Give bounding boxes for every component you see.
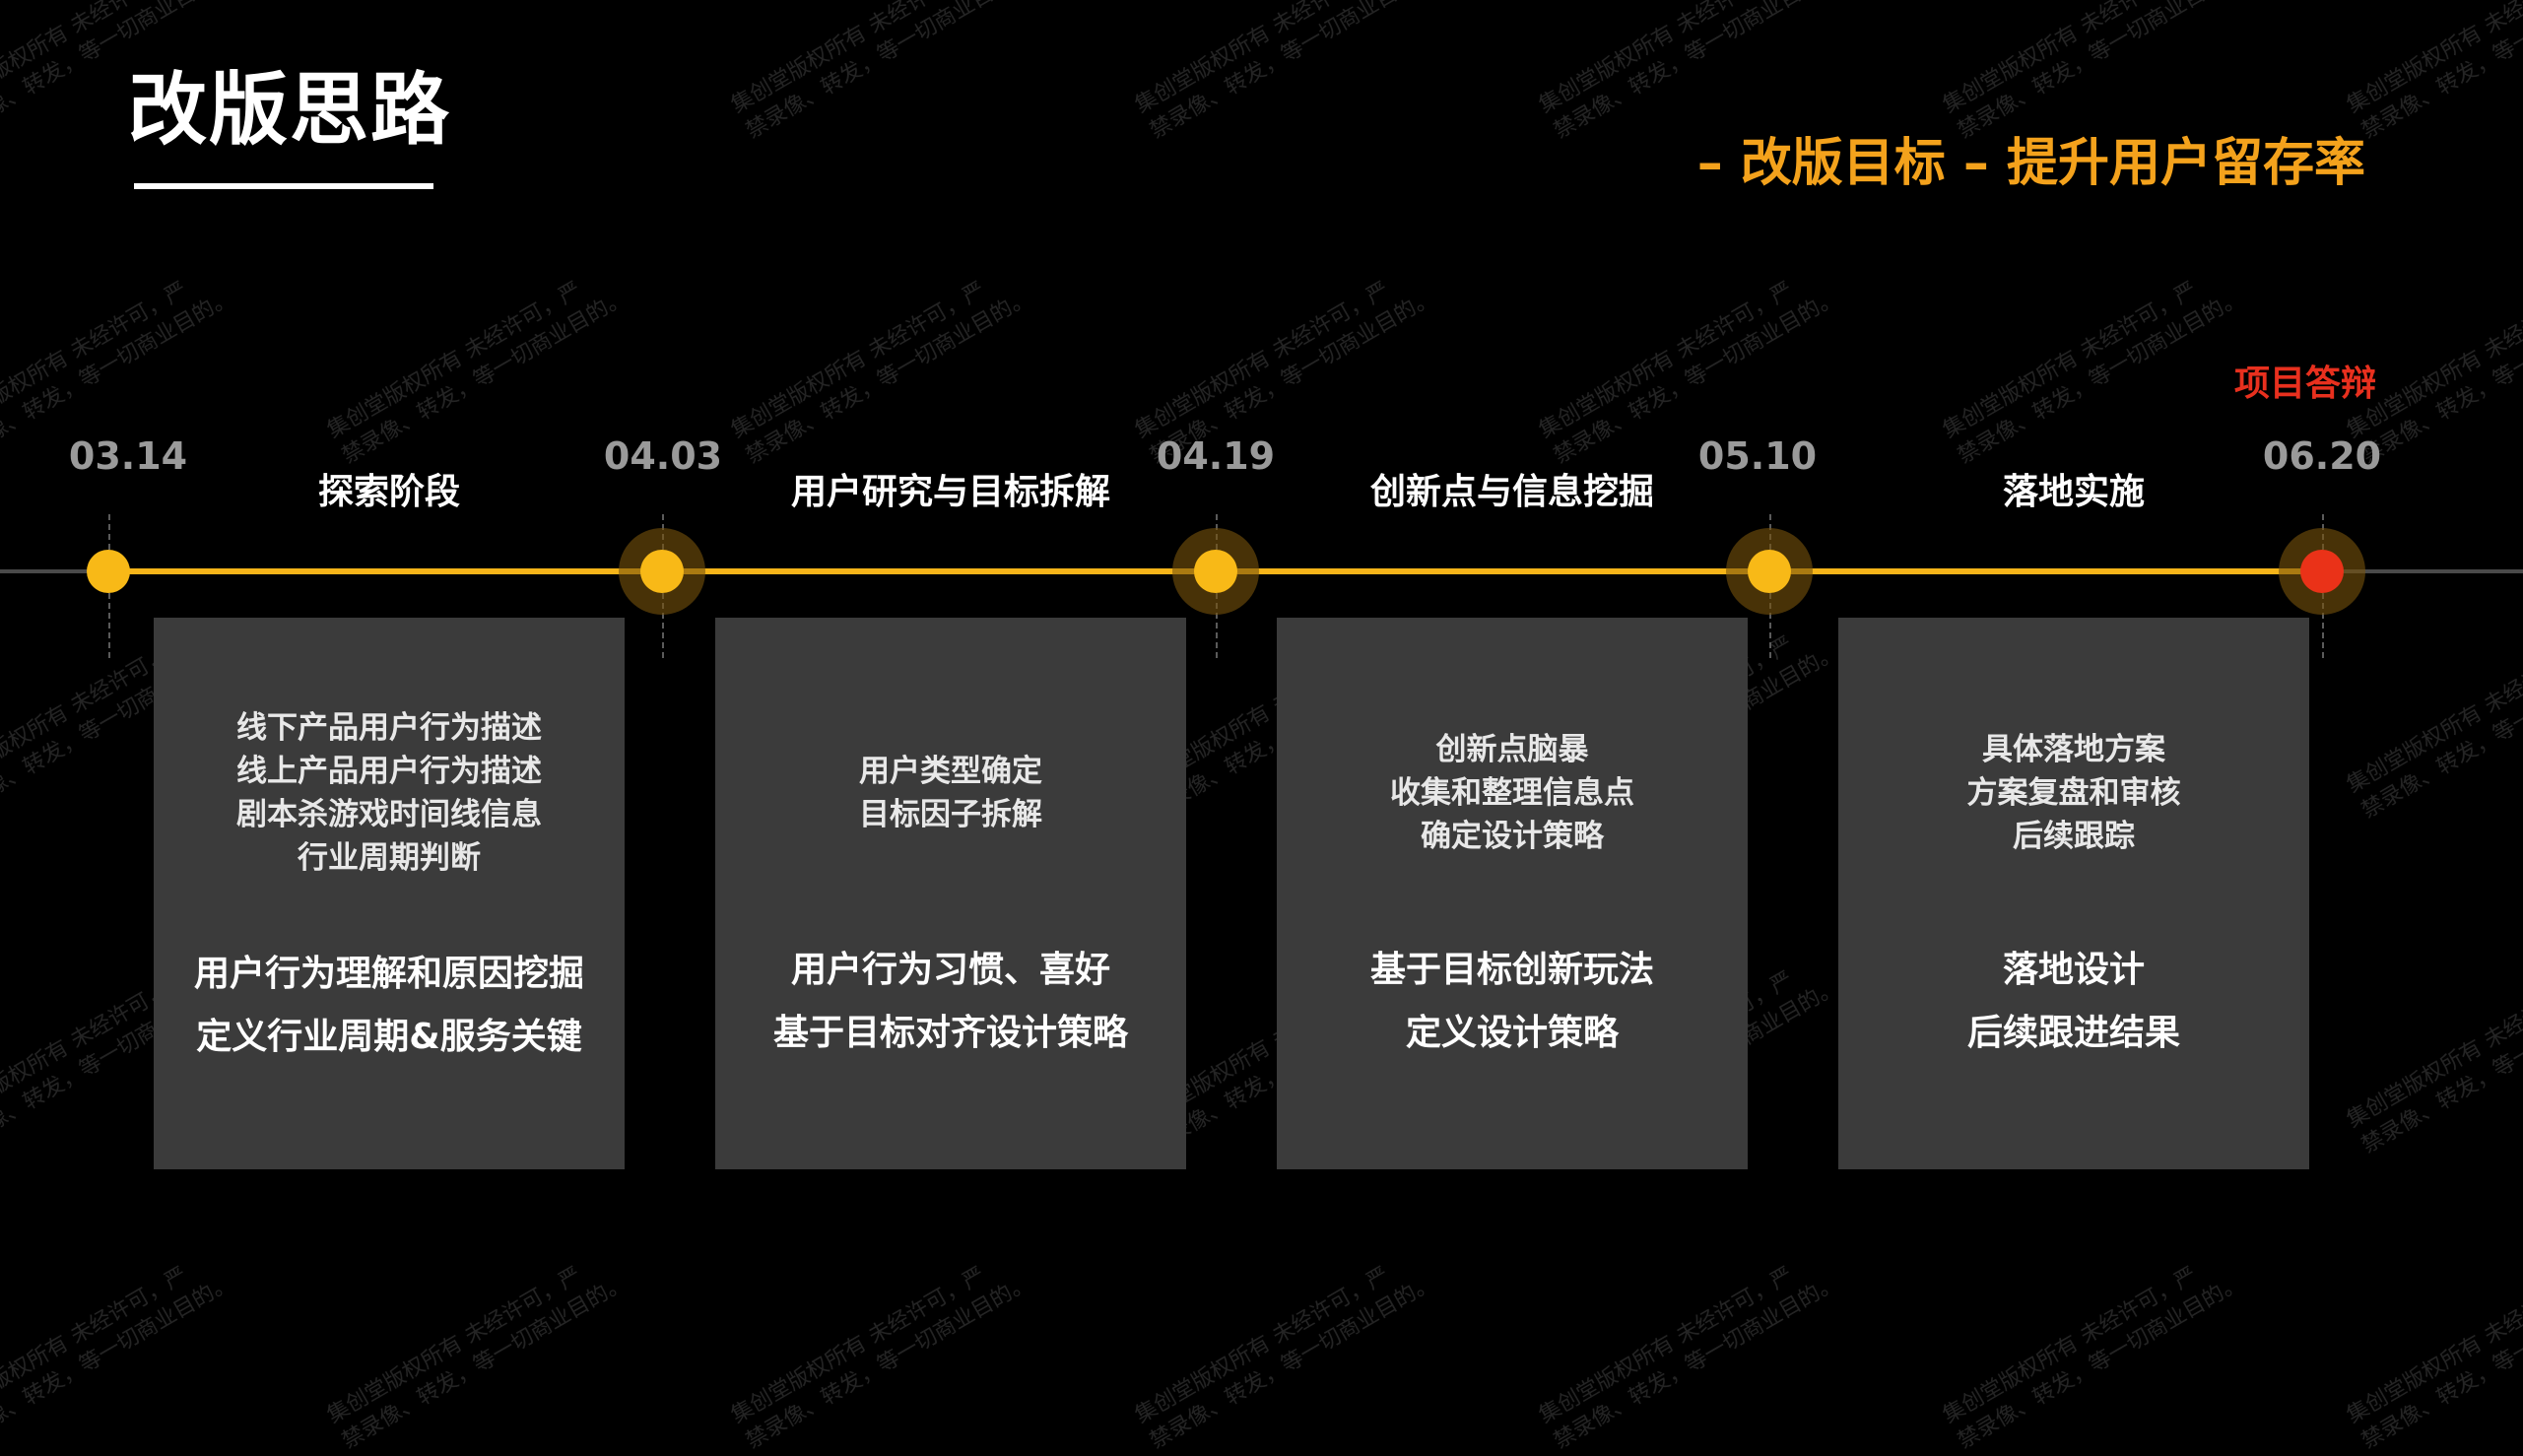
watermark: 集创堂版权所有 未经许可，严禁录像、转发，等一切商业目的。 xyxy=(1131,1262,1440,1454)
outcome-item: 用户行为习惯、喜好 xyxy=(790,950,1110,990)
phase-card: 用户类型确定 目标因子拆解 用户行为习惯、喜好 基于目标对齐设计策略 xyxy=(715,618,1186,1169)
outcome-item: 定义设计策略 xyxy=(1405,1013,1619,1053)
task-item: 创新点脑暴 xyxy=(1435,732,1589,767)
watermark: 集创堂版权所有 未经许可，严禁录像、转发，等一切商业目的。 xyxy=(1939,1262,2248,1454)
final-milestone-dot xyxy=(2300,550,2344,593)
page-title: 改版思路 xyxy=(128,64,451,156)
outcome-item: 定义行业周期&服务关键 xyxy=(196,1017,582,1057)
task-item: 收集和整理信息点 xyxy=(1390,775,1634,811)
outcome-item: 后续跟进结果 xyxy=(1966,1013,2180,1053)
phase-outcomes: 基于目标创新玩法 定义设计策略 xyxy=(1277,939,1748,1065)
final-milestone-label: 项目答辩 xyxy=(2233,364,2376,404)
phase-card: 线下产品用户行为描述 线上产品用户行为描述 剧本杀游戏时间线信息 行业周期判断 … xyxy=(154,618,625,1169)
task-item: 确定设计策略 xyxy=(1421,819,1604,854)
outcome-item: 用户行为理解和原因挖掘 xyxy=(193,954,584,994)
task-item: 剧本杀游戏时间线信息 xyxy=(236,797,542,832)
milestone-dot xyxy=(640,550,684,593)
watermark: 集创堂版权所有 未经许可，严禁录像、转发，等一切商业目的。 xyxy=(727,0,1036,144)
watermark: 集创堂版权所有 未经许可，严禁录像、转发，等一切商业目的。 xyxy=(1131,0,1440,144)
watermark: 集创堂版权所有 未经许可，严禁录像、转发，等一切商业目的。 xyxy=(1939,0,2248,144)
watermark: 集创堂版权所有 未经许可，严禁录像、转发，等一切商业目的。 xyxy=(2343,1262,2523,1454)
milestone-date: 04.19 xyxy=(1156,434,1276,478)
milestone-date: 05.10 xyxy=(1697,434,1818,478)
phase-card: 创新点脑暴 收集和整理信息点 确定设计策略 基于目标创新玩法 定义设计策略 xyxy=(1277,618,1748,1169)
page-subtitle: – 改版目标 – 提升用户留存率 xyxy=(1696,134,2365,193)
phase-title: 探索阶段 xyxy=(317,472,460,512)
watermark: 集创堂版权所有 未经许可，严禁录像、转发，等一切商业目的。 xyxy=(1535,0,1844,144)
phase-outcomes: 用户行为习惯、喜好 基于目标对齐设计策略 xyxy=(715,939,1186,1065)
phase-tasks: 创新点脑暴 收集和整理信息点 确定设计策略 xyxy=(1277,728,1748,858)
phase-tasks: 线下产品用户行为描述 线上产品用户行为描述 剧本杀游戏时间线信息 行业周期判断 xyxy=(154,706,625,880)
milestone-dot xyxy=(1194,550,1237,593)
watermark: 集创堂版权所有 未经许可，严禁录像、转发，等一切商业目的。 xyxy=(323,1262,632,1454)
task-item: 方案复盘和审核 xyxy=(1966,775,2181,811)
watermark: 集创堂版权所有 未经许可，严禁录像、转发，等一切商业目的。 xyxy=(727,1262,1036,1454)
watermark: 集创堂版权所有 未经许可，严禁录像、转发，等一切商业目的。 xyxy=(1535,1262,1844,1454)
task-item: 行业周期判断 xyxy=(298,840,481,876)
task-item: 用户类型确定 xyxy=(859,754,1042,789)
phase-tasks: 具体落地方案 方案复盘和审核 后续跟踪 xyxy=(1838,728,2309,858)
phase-title: 用户研究与目标拆解 xyxy=(790,472,1110,512)
milestone-dot xyxy=(1748,550,1791,593)
milestone-date: 06.20 xyxy=(2262,434,2382,478)
task-item: 线下产品用户行为描述 xyxy=(236,710,542,746)
phase-title: 创新点与信息挖掘 xyxy=(1369,472,1654,512)
phase-card: 具体落地方案 方案复盘和审核 后续跟踪 落地设计 后续跟进结果 xyxy=(1838,618,2309,1169)
milestone-dot xyxy=(87,550,130,593)
watermark: 集创堂版权所有 未经许可，严禁录像、转发，等一切商业目的。 xyxy=(0,1262,238,1454)
title-underline xyxy=(134,183,433,189)
phase-tasks: 用户类型确定 目标因子拆解 xyxy=(715,750,1186,836)
watermark: 集创堂版权所有 未经许可，严禁录像、转发，等一切商业目的。 xyxy=(2343,966,2523,1158)
watermark: 集创堂版权所有 未经许可，严禁录像、转发，等一切商业目的。 xyxy=(727,277,1036,469)
watermark: 集创堂版权所有 未经许可，严禁录像、转发，等一切商业目的。 xyxy=(2343,631,2523,824)
outcome-item: 基于目标创新玩法 xyxy=(1369,950,1654,990)
phase-outcomes: 落地设计 后续跟进结果 xyxy=(1838,939,2309,1065)
task-item: 后续跟踪 xyxy=(2013,819,2135,854)
phase-outcomes: 用户行为理解和原因挖掘 定义行业周期&服务关键 xyxy=(154,943,625,1069)
task-item: 线上产品用户行为描述 xyxy=(236,754,542,789)
outcome-item: 落地设计 xyxy=(2002,950,2145,990)
milestone-date: 04.03 xyxy=(603,434,723,478)
outcome-item: 基于目标对齐设计策略 xyxy=(772,1013,1128,1053)
task-item: 具体落地方案 xyxy=(1982,732,2165,767)
watermark: 集创堂版权所有 未经许可，严禁录像、转发，等一切商业目的。 xyxy=(1939,277,2248,469)
milestone-date: 03.14 xyxy=(68,434,188,478)
phase-title: 落地实施 xyxy=(2002,472,2145,512)
task-item: 目标因子拆解 xyxy=(859,797,1042,832)
